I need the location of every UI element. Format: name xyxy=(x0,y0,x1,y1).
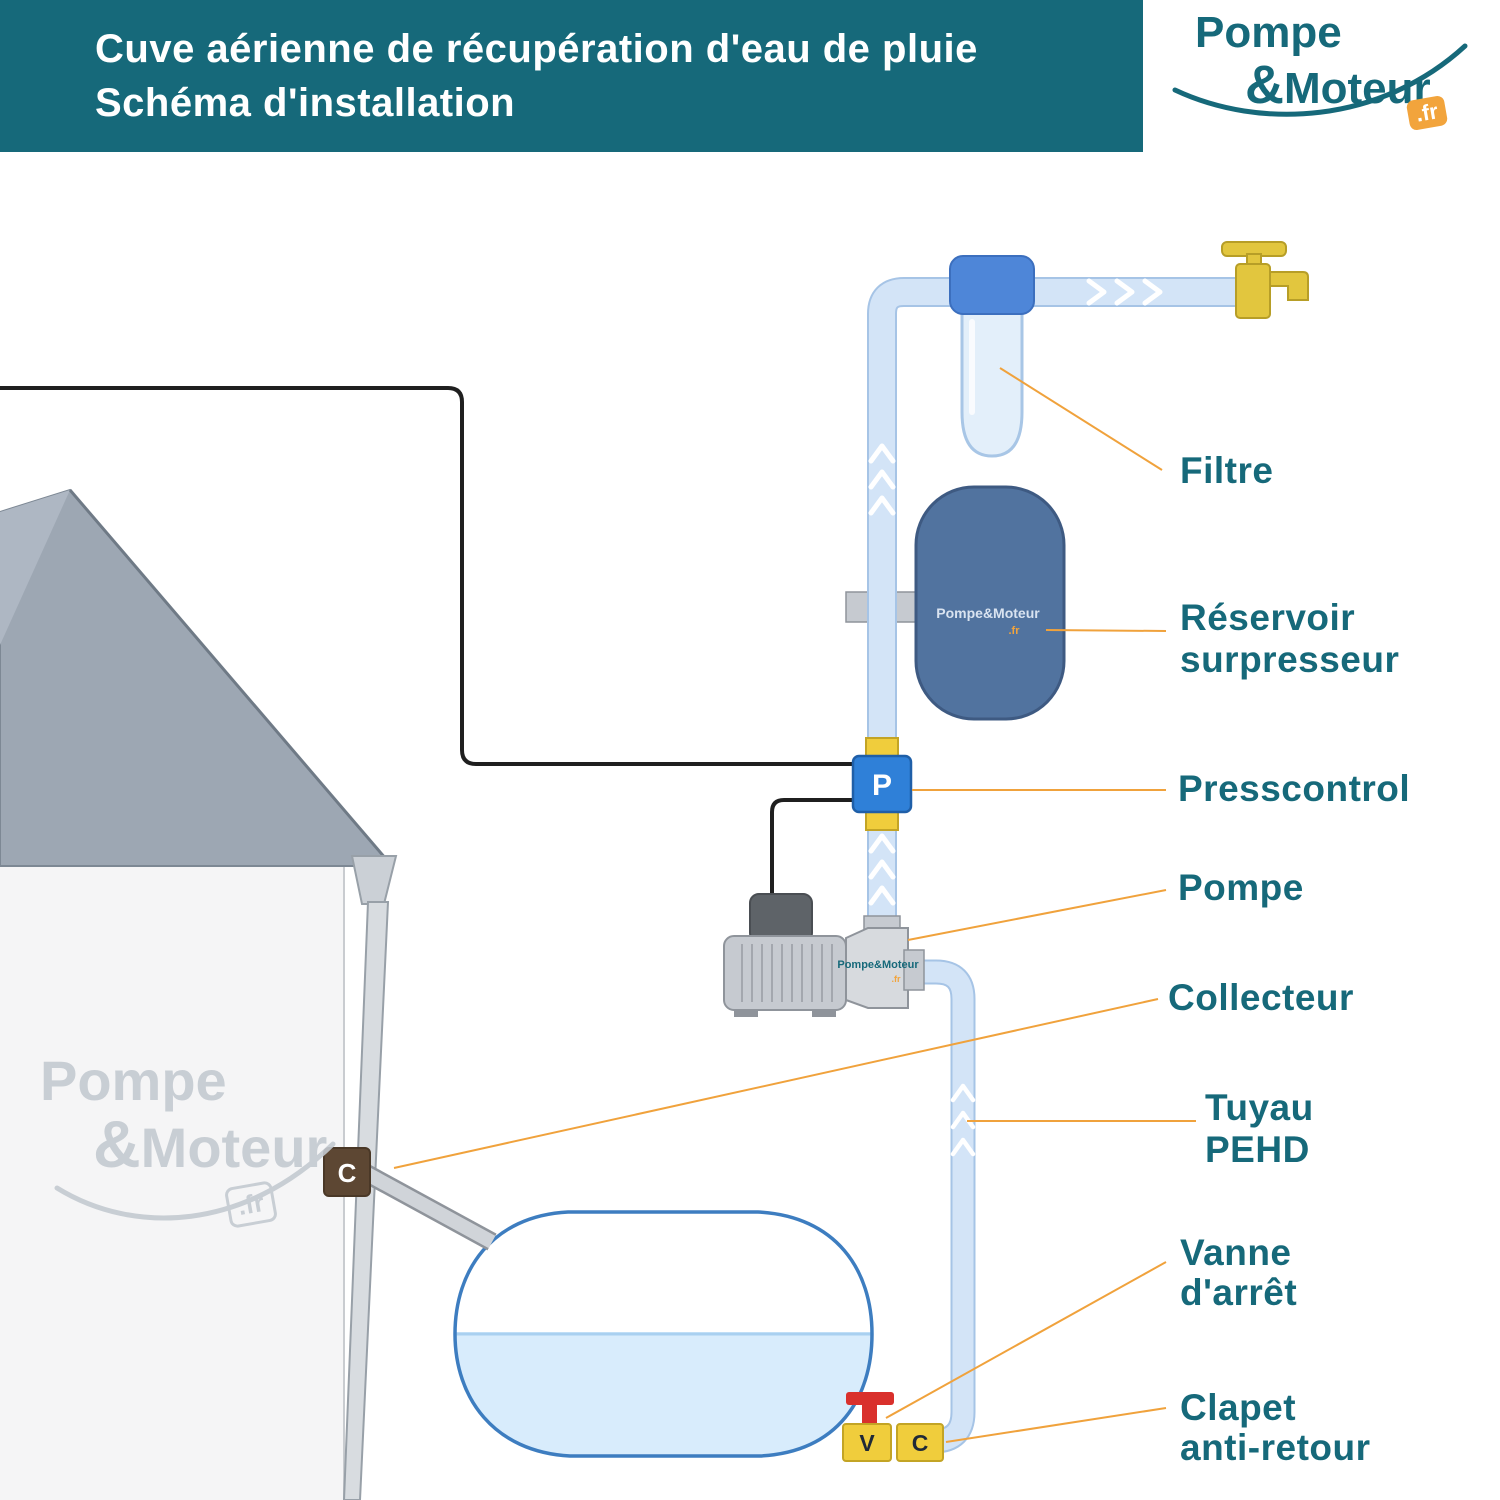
presscontrol-device: P xyxy=(851,737,913,831)
flow-arrow-up-icon xyxy=(950,1083,976,1103)
label-pompe: Pompe xyxy=(1178,867,1304,908)
presscontrol-box xyxy=(851,754,913,814)
tank-inlet-pipe xyxy=(355,1161,497,1251)
tank-water xyxy=(455,1332,872,1456)
tank-outlet-valves: V C xyxy=(842,1392,944,1462)
leader-line-collecteur xyxy=(393,998,1159,1169)
page-title: Cuve aérienne de récupération d'eau de p… xyxy=(0,0,1143,130)
house xyxy=(0,488,395,1500)
component-labels: Filtre Réservoir surpresseur Presscontro… xyxy=(1168,450,1410,1468)
collector-letter: C xyxy=(338,1158,357,1188)
pump-mini-logo-tld: .fr xyxy=(892,974,901,984)
brand-name-part2: &Moteur xyxy=(1245,54,1431,116)
flow-arrow-right-icon xyxy=(1142,278,1163,306)
roof-edge xyxy=(68,489,394,867)
flow-arrow-up-icon xyxy=(868,495,896,516)
leader-line-reservoir xyxy=(1045,629,1167,632)
label-clapet-line2: anti-retour xyxy=(1180,1427,1371,1468)
pump-mini-logo: Pompe&Moteur xyxy=(837,959,919,971)
stop-valve-letter: V xyxy=(859,1430,875,1456)
stop-valve-box xyxy=(842,1423,892,1462)
flow-arrow-right-icon xyxy=(1114,278,1135,306)
brand-ampersand: & xyxy=(1245,55,1284,115)
label-tuyau-line1: Tuyau xyxy=(1205,1087,1314,1128)
tank-outline xyxy=(453,1210,874,1458)
check-valve-letter: C xyxy=(912,1430,929,1456)
brand-name-part1: Pompe xyxy=(1195,8,1342,57)
logo-swoosh-icon xyxy=(1172,43,1468,117)
faucet-body xyxy=(1235,263,1271,319)
label-reservoir-line2: surpresseur xyxy=(1180,639,1399,680)
flow-arrow-up-icon xyxy=(868,833,896,854)
downspout-pipe xyxy=(342,901,390,1500)
collector-fitting: C xyxy=(323,1147,371,1197)
reservoir-mini-logo-tld: .fr xyxy=(1009,625,1021,637)
pressure-reservoir: Pompe&Moteur .fr xyxy=(914,485,1066,721)
leader-line-clapet xyxy=(945,1407,1167,1443)
filter xyxy=(949,255,1035,458)
title-line-1: Cuve aérienne de récupération d'eau de p… xyxy=(95,27,978,71)
label-presscontrol: Presscontrol xyxy=(1178,768,1410,809)
stop-valve-stem xyxy=(862,1403,877,1427)
flow-arrow-up-icon xyxy=(950,1137,976,1157)
pump-motor-fins xyxy=(741,944,833,1002)
gutter xyxy=(342,855,398,1500)
filter-bowl xyxy=(960,308,1024,458)
leader-line-pompe xyxy=(907,889,1167,941)
label-filtre: Filtre xyxy=(1180,450,1273,491)
reservoir-mini-logo: Pompe&Moteur xyxy=(936,605,1040,621)
presscontrol-letter: P xyxy=(872,769,892,802)
brand-logo: Pompe &Moteur .fr xyxy=(1150,0,1500,152)
stop-valve-handle xyxy=(846,1392,894,1405)
house-roof xyxy=(0,488,395,867)
label-vanne-line1: Vanne xyxy=(1180,1232,1292,1273)
pehd-pipe-fill xyxy=(905,961,974,1452)
filter-head xyxy=(949,255,1035,315)
leader-lines xyxy=(393,367,1196,1443)
flow-arrow-up-icon xyxy=(868,469,896,490)
leader-line-filtre xyxy=(999,367,1163,471)
pump-outlet-nozzle xyxy=(903,949,925,991)
label-vanne-line2: d'arrêt xyxy=(1180,1272,1297,1313)
flow-arrow-right-icon xyxy=(1086,278,1107,306)
label-clapet-line1: Clapet xyxy=(1180,1387,1296,1428)
pehd-pipe xyxy=(905,959,976,1454)
pump-foot-left xyxy=(734,1008,758,1017)
flow-arrow-up-icon xyxy=(868,443,896,464)
rainwater-tank xyxy=(453,1210,874,1458)
label-tuyau-line2: PEHD xyxy=(1205,1129,1310,1170)
pump: Pompe&Moteur .fr xyxy=(723,893,925,1017)
reservoir-body xyxy=(914,485,1066,721)
header-banner: Cuve aérienne de récupération d'eau de p… xyxy=(0,0,1143,152)
flow-arrow-up-icon xyxy=(868,859,896,880)
inlet-pipe-fill xyxy=(356,1163,496,1249)
check-valve-box xyxy=(896,1423,944,1462)
house-roof-gable xyxy=(0,490,70,645)
label-reservoir-line1: Réservoir xyxy=(1180,597,1355,638)
faucet-spout xyxy=(1269,271,1309,301)
main-pipe xyxy=(867,277,1242,938)
flow-arrow-up-icon xyxy=(868,885,896,906)
main-pipe-fill xyxy=(869,279,1242,938)
power-cable-pump xyxy=(770,798,854,898)
gutter-hopper xyxy=(350,855,398,905)
flow-arrows xyxy=(868,278,1163,1157)
pump-head xyxy=(845,927,909,1009)
pump-foot-right xyxy=(812,1008,836,1017)
leader-line-vanne xyxy=(885,1261,1167,1419)
title-line-2: Schéma d'installation xyxy=(95,81,516,125)
flow-arrow-up-icon xyxy=(950,1110,976,1130)
pump-terminal-box xyxy=(749,893,813,943)
label-collecteur: Collecteur xyxy=(1168,977,1354,1018)
power-cable-presscontrol xyxy=(0,386,854,766)
faucet xyxy=(1221,241,1309,319)
house-wall xyxy=(0,865,345,1500)
